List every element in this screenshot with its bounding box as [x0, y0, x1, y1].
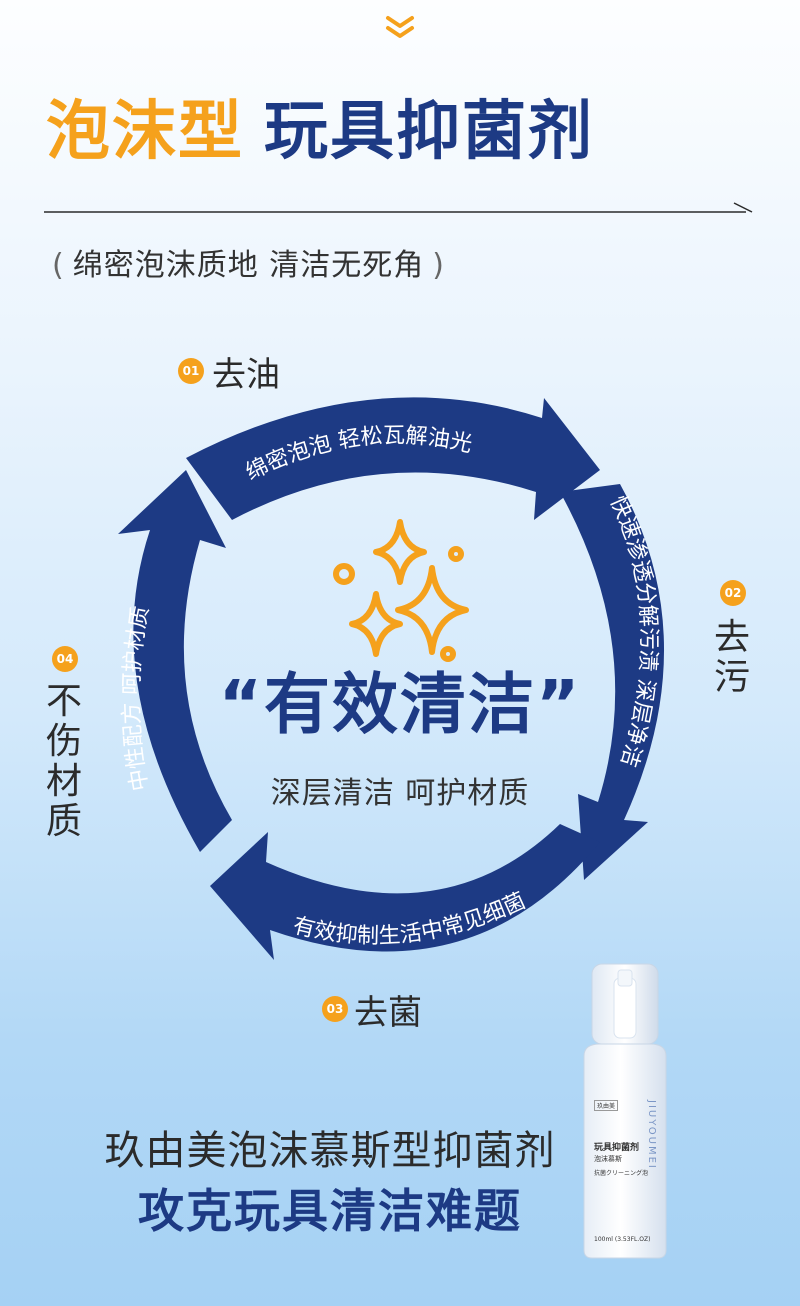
product-bottle-image: 玖由美 玩具抑菌剂 泡沫慕斯 抗菌クリーニング泡 100ml (3.53FL.O… [570, 960, 680, 1260]
title-highlight: 泡沫型 [46, 95, 244, 169]
page-title: 泡沫型玩具抑菌剂 [46, 100, 594, 164]
subtitle-paren-open: ( [52, 248, 65, 283]
product-vertical-brand: JIUYOUMEI [646, 1100, 657, 1170]
cycle-arc-bottom [210, 824, 600, 960]
center-title: “有效清洁” [218, 666, 582, 743]
subtitle-paren-close: ) [432, 248, 445, 283]
step-badge-01: 01 [178, 358, 204, 384]
product-brand: 玖由美 [594, 1100, 619, 1111]
subtitle-text: 绵密泡沫质地 清洁无死角 [72, 248, 425, 283]
subtitle: (绵密泡沫质地 清洁无死角) [44, 240, 453, 284]
step-label-04: 不伤材质 [45, 681, 82, 842]
step-label-01: 去油 [212, 355, 280, 395]
cycle-arc-left [118, 470, 232, 852]
cleaning-cycle-diagram: 绵密泡泡 轻松瓦解油光 快速渗透分解污渍 深层净洁 有效抑制生活中常见细菌 中性… [118, 397, 665, 960]
footer-line1: 玖由美泡沫慕斯型抑菌剂 [104, 1128, 556, 1174]
product-jp-text: 抗菌クリーニング泡 [594, 1170, 649, 1177]
cycle-arc-top [186, 397, 600, 520]
center-subtitle: 深层清洁 呵护材质 [270, 776, 530, 811]
step-badge-04: 04 [52, 646, 78, 672]
step-badge-02: 02 [720, 580, 746, 606]
title-divider [44, 202, 753, 213]
title-main: 玩具抑菌剂 [264, 95, 594, 169]
step-label-03: 去菌 [354, 993, 422, 1033]
scroll-down-chevron-icon [386, 16, 414, 38]
product-volume: 100ml (3.53FL.OZ) [594, 1236, 651, 1243]
product-name: 玩具抑菌剂 [594, 1143, 640, 1153]
step-label-02: 去污 [713, 617, 750, 698]
cycle-arc-right [560, 484, 665, 880]
step-badge-03: 03 [322, 996, 348, 1022]
sparkle-icon [333, 519, 469, 662]
footer-line2: 攻克玩具清洁难题 [138, 1184, 522, 1238]
product-subname: 泡沫慕斯 [594, 1155, 622, 1163]
